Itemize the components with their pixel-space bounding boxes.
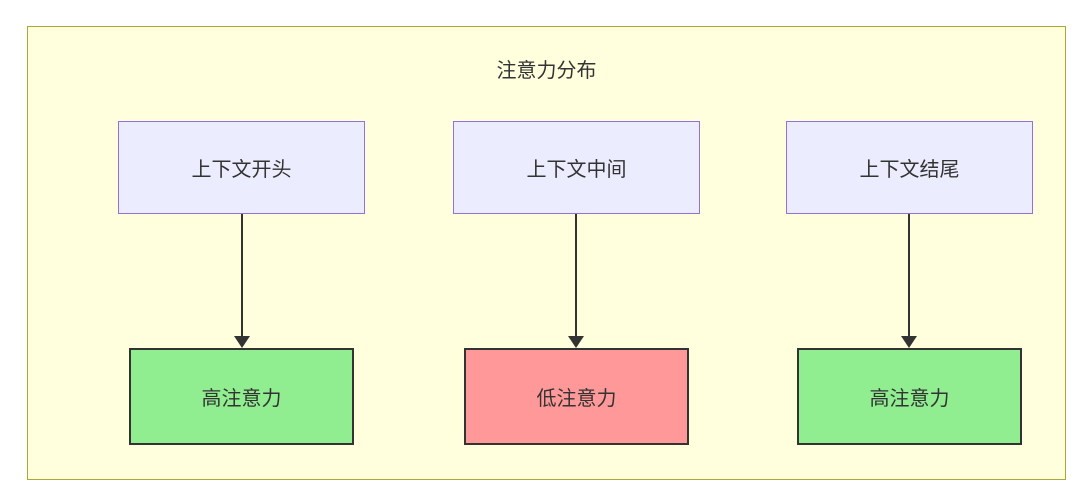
- node-label: 低注意力: [536, 388, 617, 410]
- node-context-middle: 上下文中间: [453, 121, 700, 214]
- subgraph-title: 注意力分布: [496, 60, 597, 82]
- node-high-attention-end: 高注意力: [797, 348, 1022, 445]
- down-arrow-icon: [575, 214, 577, 336]
- node-label: 上下文开头: [191, 159, 292, 181]
- flowchart-subgraph: 注意力分布 上下文开头 上下文中间 上下文结尾 高注意力 低注意力 高注意力: [27, 26, 1066, 480]
- node-label: 高注意力: [201, 388, 282, 410]
- node-label: 上下文结尾: [859, 159, 960, 181]
- node-context-end: 上下文结尾: [786, 121, 1033, 214]
- node-high-attention-start: 高注意力: [129, 348, 354, 445]
- node-context-start: 上下文开头: [118, 121, 365, 214]
- down-arrow-icon: [908, 214, 910, 336]
- node-label: 上下文中间: [526, 159, 627, 181]
- node-low-attention-middle: 低注意力: [464, 348, 689, 445]
- node-label: 高注意力: [869, 388, 950, 410]
- down-arrow-icon: [241, 214, 243, 336]
